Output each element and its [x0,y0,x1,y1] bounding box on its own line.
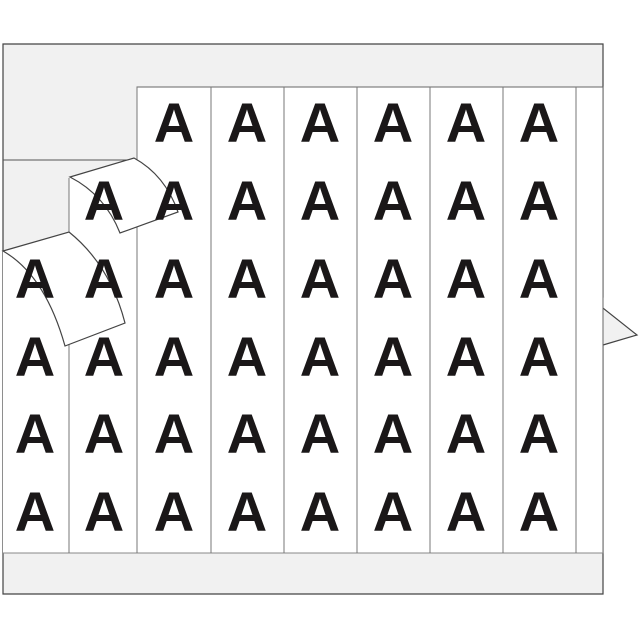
label-letter: A [373,402,413,465]
label-letter: A [84,325,124,388]
label-letter: A [154,169,194,232]
label-letter: A [373,325,413,388]
label-letter: A [227,480,267,543]
label-letter: A [519,480,559,543]
label-letter: A [84,402,124,465]
label-letter: A [300,247,340,310]
label-letter: A [227,169,267,232]
label-letter: A [446,325,486,388]
label-letter: A [227,91,267,154]
label-letter: A [373,169,413,232]
label-letter: A [84,247,124,310]
label-letter: A [446,402,486,465]
label-letter: A [300,402,340,465]
label-letter: A [300,480,340,543]
label-letter: A [300,325,340,388]
label-letter: A [15,247,55,310]
label-letter: A [446,169,486,232]
label-letter: A [373,480,413,543]
label-letter: A [154,480,194,543]
label-letter: A [154,91,194,154]
label-letter: A [154,247,194,310]
label-letter: A [154,402,194,465]
label-letter: A [446,91,486,154]
label-letter: A [300,91,340,154]
label-letter: A [15,480,55,543]
label-letter: A [227,247,267,310]
label-letter: A [300,169,340,232]
label-letter: A [519,247,559,310]
label-letter: A [373,91,413,154]
label-letter: A [15,402,55,465]
label-letter: A [84,169,124,232]
label-letter: A [446,247,486,310]
label-letter: A [519,169,559,232]
label-letter: A [373,247,413,310]
peeled-label-curl [68,157,179,234]
label-letter: A [519,91,559,154]
peeled-label-curl [1,231,126,347]
label-letter: A [227,402,267,465]
label-letter: A [154,325,194,388]
label-letter: A [519,402,559,465]
label-strip-area [136,86,604,554]
label-letter: A [519,325,559,388]
label-letter: A [227,325,267,388]
label-letter: A [84,480,124,543]
label-letter: A [446,480,486,543]
label-letter: A [15,325,55,388]
